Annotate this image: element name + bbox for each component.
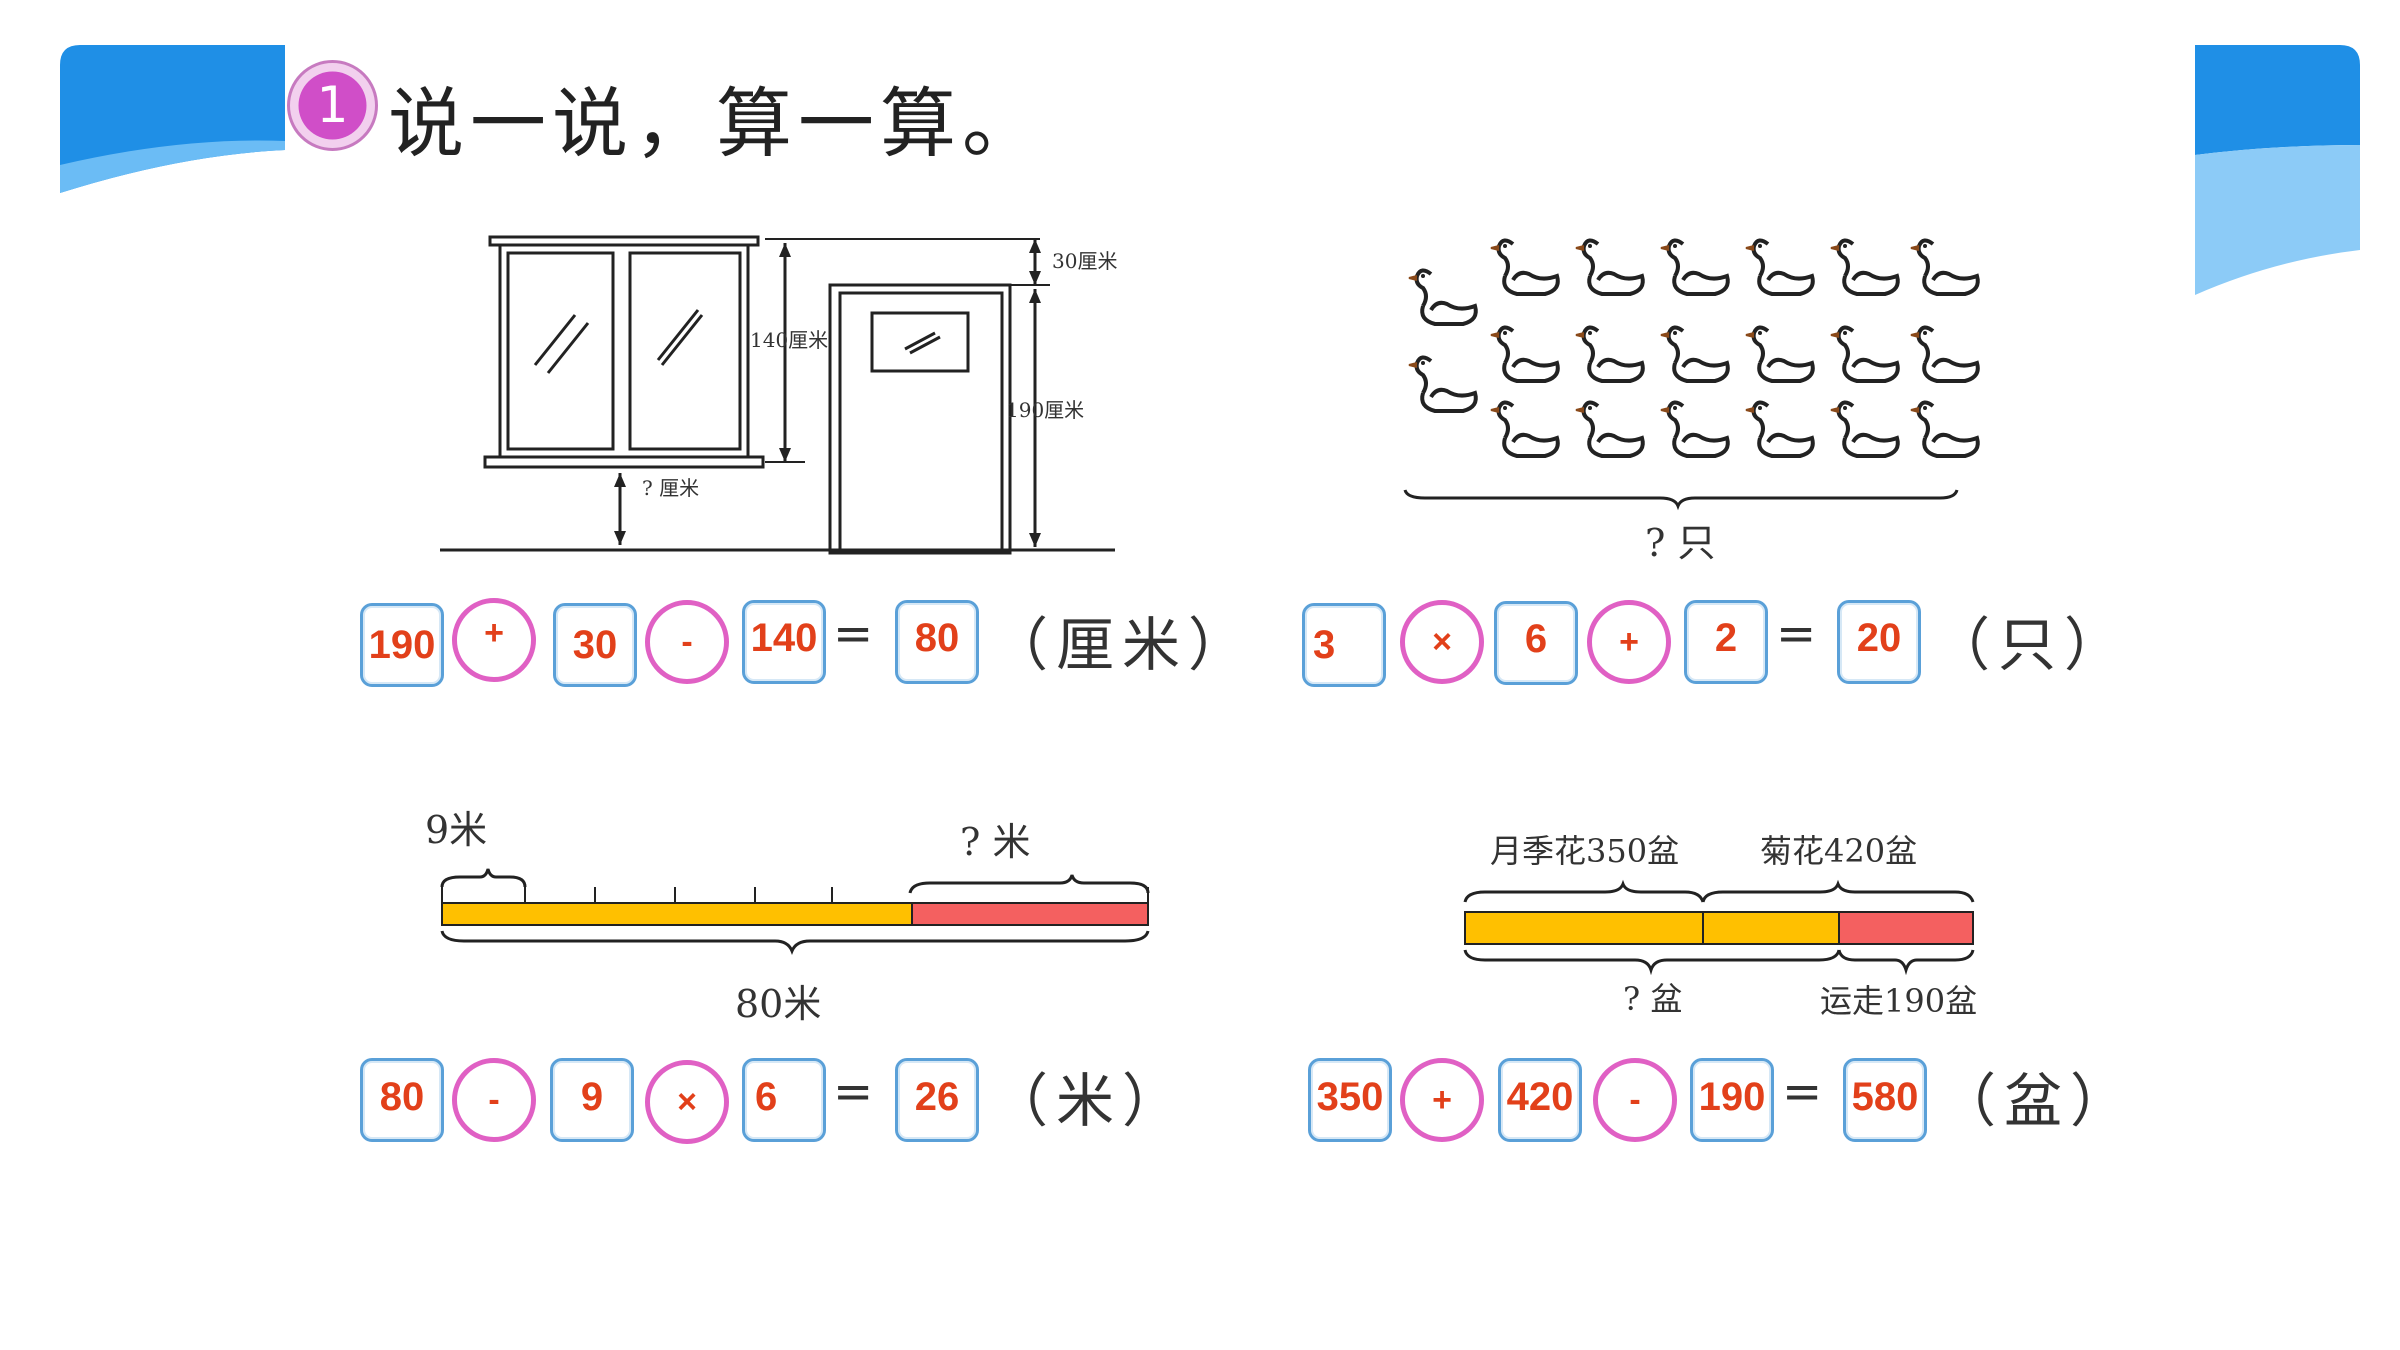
answer-box[interactable]: 580: [1843, 1058, 1927, 1142]
pots-question-label: ? 盆: [1623, 980, 1682, 1018]
question-number: 1: [316, 76, 349, 134]
equation-2: 3 × 6 + 2 = 20 （只）: [1302, 598, 2122, 688]
equals-sign: =: [833, 606, 874, 662]
operand-box[interactable]: 190: [360, 603, 444, 687]
unit-label: （米）: [990, 1067, 1189, 1135]
equation-1: 190 + 30 - 140 = 80 （厘米）: [360, 598, 1260, 688]
unit-label: （厘米）: [990, 611, 1255, 679]
operator-circle[interactable]: ×: [1400, 600, 1484, 684]
operand-box[interactable]: 6: [742, 1058, 826, 1142]
operand-box[interactable]: 3: [1302, 603, 1386, 687]
window-height-label: 140厘米: [750, 328, 828, 352]
operand-box[interactable]: 350: [1308, 1058, 1392, 1142]
equals-sign: =: [1776, 606, 1817, 662]
segment-label: 9米: [425, 808, 487, 852]
door-height-label: 190厘米: [1006, 398, 1084, 422]
remaining-question-label: ? 米: [960, 820, 1030, 864]
answer-box[interactable]: 80: [895, 600, 979, 684]
segment-diagram: 9米 ? 米 80米: [425, 808, 1150, 1026]
operand-box[interactable]: 420: [1498, 1058, 1582, 1142]
operator-circle[interactable]: +: [452, 598, 536, 682]
right-corner-decoration: [2195, 45, 2360, 295]
operator-circle[interactable]: -: [645, 600, 729, 684]
equation-3: 80 - 9 × 6 = 26 （米）: [360, 1056, 1180, 1146]
equation-4: 350 + 420 - 190 = 580 （盆）: [1308, 1056, 2128, 1146]
operand-box[interactable]: 2: [1684, 600, 1768, 684]
chrysanthemum-label: 菊花420盆: [1760, 832, 1917, 870]
left-corner-decoration: [60, 45, 290, 195]
operand-box[interactable]: 190: [1690, 1058, 1774, 1142]
unit-label: （盆）: [1938, 1067, 2137, 1135]
operand-box[interactable]: 9: [550, 1058, 634, 1142]
moved-away-label: 运走190盆: [1820, 982, 1977, 1020]
window-door-diagram: 30厘米 140厘米 190厘米 ? 厘米: [440, 235, 1117, 555]
answer-box[interactable]: 26: [895, 1058, 979, 1142]
swan-question-label: ? 只: [1645, 521, 1715, 565]
question-height-label: ? 厘米: [642, 476, 699, 500]
operand-box[interactable]: 30: [553, 603, 637, 687]
operator-circle[interactable]: -: [452, 1058, 536, 1142]
operand-box[interactable]: 6: [1494, 601, 1578, 685]
total-length-label: 80米: [735, 982, 821, 1026]
equals-sign: =: [1782, 1064, 1823, 1120]
swan-rows: [1489, 238, 1980, 458]
operator-circle[interactable]: ×: [645, 1060, 729, 1144]
swans-diagram: ? 只: [1403, 238, 1980, 565]
operator-circle[interactable]: -: [1593, 1058, 1677, 1142]
operand-box[interactable]: 80: [360, 1058, 444, 1142]
question-number-badge: 1: [285, 58, 380, 153]
page-title: 说一说，算一算。: [388, 79, 1044, 168]
roses-label: 月季花350盆: [1490, 832, 1679, 870]
operand-box[interactable]: 140: [742, 600, 826, 684]
unit-label: （只）: [1932, 611, 2131, 679]
answer-box[interactable]: 20: [1837, 600, 1921, 684]
top-gap-label: 30厘米: [1052, 249, 1117, 273]
equals-sign: =: [833, 1064, 874, 1120]
operator-circle[interactable]: +: [1400, 1058, 1484, 1142]
flowerpot-diagram: 月季花350盆 菊花420盆 ? 盆 运走190盆: [1463, 832, 1977, 1020]
operator-circle[interactable]: +: [1587, 600, 1671, 684]
